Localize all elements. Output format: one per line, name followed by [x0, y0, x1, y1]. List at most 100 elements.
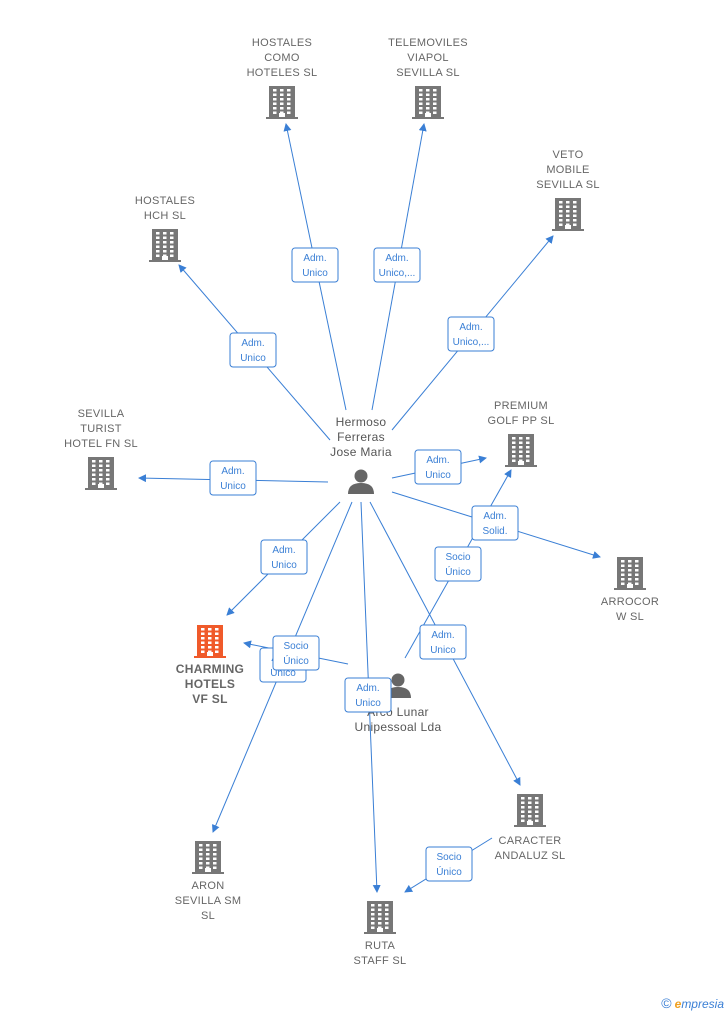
edge-label-box — [229, 332, 277, 368]
node-label: CARACTER — [499, 835, 562, 847]
edge-label-hermoso-to-telemoviles[interactable]: Adm.Unico,... — [373, 247, 421, 283]
edge-label-text: Socio — [445, 552, 470, 563]
edge-label-box — [419, 624, 467, 660]
building-icon — [552, 198, 584, 231]
edge-label-text: Único — [445, 565, 471, 578]
node-label: PREMIUM — [494, 400, 548, 412]
node-label: HOTEL FN SL — [64, 438, 138, 450]
node-label: GOLF PP SL — [488, 415, 555, 427]
building-icon — [266, 86, 298, 119]
edge-label-text: Socio — [283, 641, 308, 652]
footer-brand[interactable]: ©empresia — [661, 995, 724, 1011]
node-arrocor[interactable]: ARROCOR W SL — [601, 557, 659, 623]
node-label: HOSTALES — [135, 195, 195, 207]
edge-label-box — [447, 316, 495, 352]
node-label: SEVILLA SL — [536, 179, 600, 191]
node-label: Unipessoal Lda — [355, 720, 442, 734]
edge-label-text: Adm. — [272, 545, 295, 556]
building-icon — [514, 794, 546, 827]
node-label: SL — [201, 910, 215, 922]
node-hostales-hch[interactable]: HOSTALES HCH SL — [135, 195, 195, 262]
node-caracter[interactable]: CARACTER ANDALUZ SL — [495, 794, 566, 862]
brand-e-logo: e — [674, 997, 682, 1011]
building-icon — [614, 557, 646, 590]
edge-label-box — [425, 846, 473, 882]
edge-label-text: Adm. — [385, 253, 408, 264]
building-icon — [192, 841, 224, 874]
node-premium-golf[interactable]: PREMIUM GOLF PP SL — [488, 400, 555, 467]
edge-label-hermoso-to-hostales-hch[interactable]: Adm.Unico — [229, 332, 277, 368]
node-label: MOBILE — [546, 164, 589, 176]
edge-label-hermoso-to-sevilla-turist[interactable]: Adm.Unico — [209, 460, 257, 496]
edge-label-text: Unico — [302, 268, 328, 279]
edge-label-text: Adm. — [459, 322, 482, 333]
edge-label-hermoso-to-caracter[interactable]: Adm. Unico — [419, 624, 467, 660]
edge-label-hermoso-to-premium-golf[interactable]: Adm. Unico — [414, 449, 462, 485]
node-label: ARROCOR — [601, 596, 659, 608]
building-icon — [194, 625, 226, 658]
edge-label-text: Único — [436, 865, 462, 878]
brand-name: mpresia — [681, 997, 724, 1011]
edge-label-text: Adm. — [303, 253, 326, 264]
node-label: VETO — [553, 149, 584, 161]
building-icon — [85, 457, 117, 490]
node-label: SEVILLA SL — [396, 67, 460, 79]
building-icon — [364, 901, 396, 934]
edge-label-box — [373, 247, 421, 283]
node-label: VF SL — [192, 692, 228, 706]
edge-label-text: Adm. — [221, 466, 244, 477]
node-veto[interactable]: VETO MOBILE SEVILLA SL — [536, 149, 600, 231]
edge-label-hermoso-to-hostales-como[interactable]: Adm. Unico — [291, 247, 339, 283]
edge-label-box — [344, 677, 392, 713]
edge-label-text: Adm. — [356, 683, 379, 694]
node-label: SEVILLA — [78, 408, 125, 420]
edge-label-text: Unico — [430, 645, 456, 656]
node-label: VIAPOL — [407, 52, 449, 64]
edge-label-text: Adm. — [431, 630, 454, 641]
node-telemoviles[interactable]: TELEMOVILES VIAPOL SEVILLA SL — [388, 37, 468, 119]
node-label: CHARMING — [176, 662, 244, 676]
node-label: ANDALUZ SL — [495, 850, 566, 862]
node-label: TELEMOVILES — [388, 37, 468, 49]
node-label: COMO — [264, 52, 300, 64]
edge-label-hermoso-to-veto[interactable]: Adm. Unico,... — [447, 316, 495, 352]
node-label: HOSTALES — [252, 37, 312, 49]
edge-labels-layer: Adm.UnicoAdm.Unico,...Adm.Unico,...Adm.U… — [209, 247, 519, 882]
node-label: HOTELS — [185, 677, 235, 691]
edge-label-text: Socio — [436, 852, 461, 863]
edge-label-box — [471, 505, 519, 541]
edge-label-box — [272, 635, 320, 671]
node-label: STAFF SL — [354, 955, 407, 967]
node-label: Jose Maria — [330, 445, 392, 459]
edge-label-text: Solid. — [482, 526, 507, 537]
edge-label-hermoso-to-charming[interactable]: Adm.Unico — [260, 539, 308, 575]
edge-label-text: Único — [283, 654, 309, 667]
copyright-symbol: © — [661, 995, 672, 1011]
building-icon — [505, 434, 537, 467]
node-ruta[interactable]: RUTA STAFF SL — [354, 901, 407, 967]
building-icon — [412, 86, 444, 119]
node-label: HCH SL — [144, 210, 186, 222]
node-hostales-como[interactable]: HOSTALES COMO HOTELES SL — [247, 37, 318, 119]
node-label: W SL — [616, 611, 644, 623]
edge-label-hermoso-to-arrocor[interactable]: Adm.Solid. — [471, 505, 519, 541]
edge-label-box — [260, 539, 308, 575]
edge-label-text: Unico — [425, 470, 451, 481]
edge-label-text: Unico,... — [453, 337, 490, 348]
node-label: Ferreras — [337, 430, 385, 444]
node-label: HOTELES SL — [247, 67, 318, 79]
edge-label-box — [209, 460, 257, 496]
edge-label-hermoso-to-ruta[interactable]: Adm. Unico — [344, 677, 392, 713]
edge-label-text: Unico — [355, 698, 381, 709]
edge-label-text: Adm. — [426, 455, 449, 466]
node-label: RUTA — [365, 940, 396, 952]
edges-layer — [138, 123, 601, 893]
